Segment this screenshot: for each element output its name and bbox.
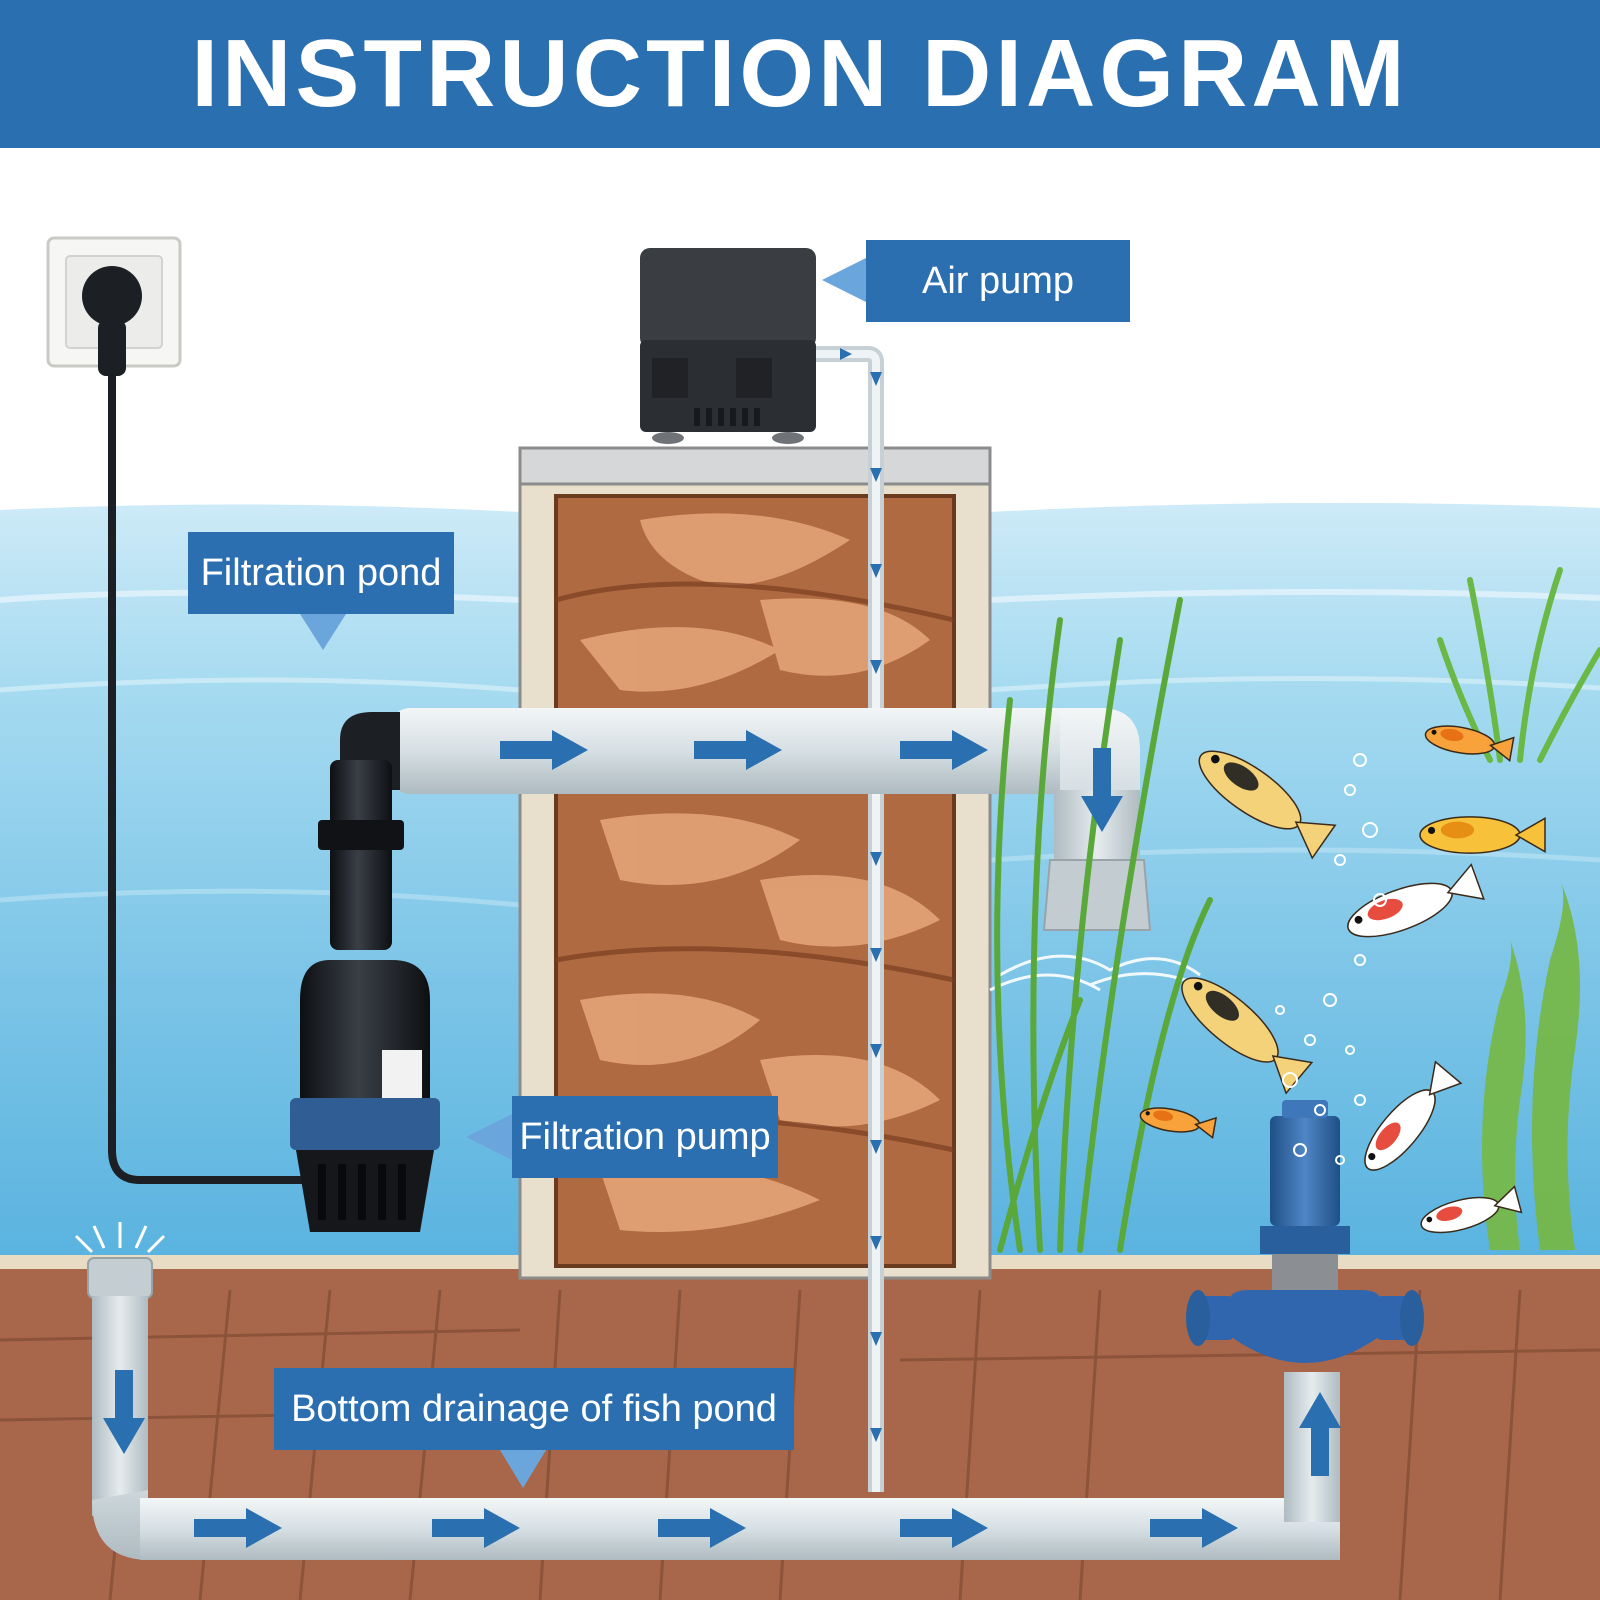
- filter-media-texture: [580, 513, 940, 1232]
- bubble-icon: [1344, 784, 1356, 796]
- power-cord: [108, 376, 310, 1184]
- circulation-pump-icon: [1186, 1100, 1424, 1363]
- flow-arrow-icon: [500, 730, 588, 770]
- bubble-icon: [1354, 1094, 1366, 1106]
- filter-column-lid: [518, 446, 992, 486]
- koi-fish-icon: [1364, 1060, 1463, 1171]
- flow-arrow-icon: [1150, 1508, 1238, 1548]
- bubble-icon: [1293, 1143, 1307, 1157]
- koi-fish-icon: [1181, 977, 1314, 1095]
- flow-arrow-icon: [658, 1508, 746, 1548]
- drain-suction-lines: [74, 1222, 166, 1254]
- bubble-icon: [1334, 854, 1346, 866]
- bubble-icon: [1362, 822, 1378, 838]
- filtration-pump-pointer: [466, 1114, 512, 1160]
- filtration-pond-label: Filtration pond: [200, 551, 442, 594]
- air-flow-arrow: [870, 564, 882, 578]
- bubble-group: [1275, 753, 1387, 1165]
- air-flow-arrow: [840, 348, 852, 360]
- bubble-icon: [1282, 1072, 1298, 1088]
- koi-fish-icon: [1198, 750, 1337, 860]
- air-flow-arrow: [870, 1428, 882, 1442]
- fish-group: [1139, 725, 1546, 1234]
- koi-fish-icon: [1419, 816, 1546, 854]
- power-plug-icon: [82, 266, 142, 326]
- water-wave: [989, 588, 1600, 603]
- filtration-pump-label: Filtration pump: [519, 1115, 771, 1158]
- submersible-pump-icon: [290, 712, 440, 1232]
- air-flow-arrow: [870, 660, 882, 674]
- koi-fish-icon: [1139, 1107, 1218, 1140]
- water-plant-icon: [994, 597, 1213, 1253]
- koi-fish-icon: [1420, 1185, 1523, 1234]
- header-bar: [0, 0, 1600, 148]
- page-title: INSTRUCTION DIAGRAM: [191, 20, 1409, 127]
- flow-arrow-icon: [194, 1508, 282, 1548]
- flow-arrow-icon: [900, 730, 988, 770]
- bubble-icon: [1354, 954, 1366, 966]
- air-pump-pointer: [822, 258, 866, 302]
- air-flow-arrow: [870, 948, 882, 962]
- bubble-icon: [1353, 753, 1367, 767]
- bubble-icon: [1345, 1045, 1355, 1055]
- flow-arrow-icon: [1299, 1392, 1341, 1476]
- bubble-icon: [1323, 993, 1337, 1007]
- bottom-drainage-pointer: [500, 1450, 546, 1488]
- air-hose-core: [816, 350, 880, 1492]
- bubble-icon: [1314, 1104, 1326, 1116]
- koi-fish-icon: [1424, 725, 1515, 762]
- filtration-pump-label-bg: [512, 1096, 778, 1178]
- air-pump-label: Air pump: [921, 259, 1075, 302]
- bubble-icon: [1275, 1005, 1285, 1015]
- header: INSTRUCTION DIAGRAM: [0, 0, 1600, 148]
- air-flow-arrow: [870, 1140, 882, 1154]
- bubble-icon: [1373, 893, 1387, 907]
- water-wave: [989, 675, 1600, 693]
- filtration-pond-water: [0, 504, 520, 1262]
- flow-arrows: [103, 730, 1341, 1548]
- bottom-drainage-label: Bottom drainage of fish pond: [291, 1387, 777, 1430]
- air-pump-icon: [640, 248, 816, 444]
- air-flow-arrow: [870, 1332, 882, 1346]
- flow-arrow-icon: [694, 730, 782, 770]
- bubble-icon: [1304, 1034, 1316, 1046]
- filtration-pond-label-bg: [188, 532, 454, 614]
- air-flow-arrow: [870, 852, 882, 866]
- flow-arrow-icon: [900, 1508, 988, 1548]
- air-flow-arrow: [870, 1236, 882, 1250]
- air-pump-label-bg: [866, 240, 1130, 322]
- flow-arrow-icon: [432, 1508, 520, 1548]
- koi-fish-icon: [1347, 863, 1485, 938]
- air-flow-arrow: [870, 1044, 882, 1058]
- air-flow-arrow: [870, 372, 882, 386]
- filtration-pond-pointer: [300, 614, 346, 650]
- flow-arrow-icon: [1081, 748, 1123, 832]
- air-flow-arrow: [870, 468, 882, 482]
- power-plug-neck: [98, 320, 126, 376]
- water-plant-icon: [1482, 880, 1580, 1250]
- water-wave: [0, 677, 521, 693]
- bottom-drainage-label-bg: [274, 1368, 794, 1450]
- bubble-icon: [1335, 1155, 1345, 1165]
- bottom-drain-inlet: [87, 1257, 153, 1299]
- flow-arrow-icon: [103, 1370, 145, 1454]
- water-wave: [0, 888, 521, 908]
